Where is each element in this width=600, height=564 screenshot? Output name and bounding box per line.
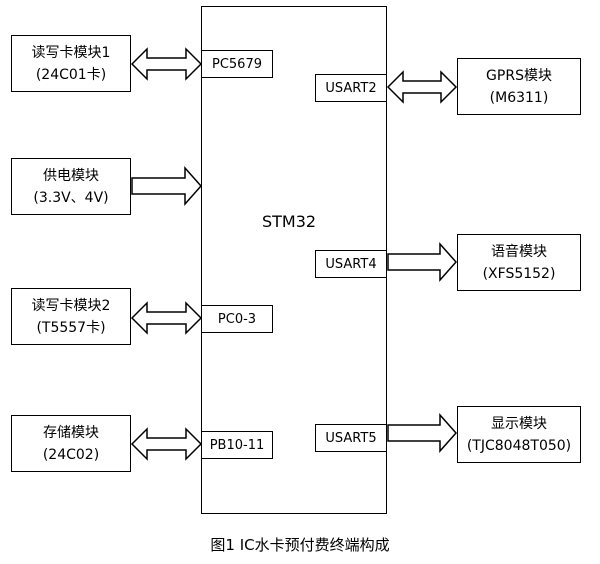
gprs-subtitle: (M6311) [489,89,549,106]
power-title: 供电模块 [43,167,99,184]
gprs-module: GPRS模块 (M6311) [457,58,581,115]
gprs-title: GPRS模块 [486,67,552,84]
storage-subtitle: (24C02) [42,446,100,463]
port-pb10-11: PB10-11 [201,431,273,459]
power-module: 供电模块 (3.3V、4V) [11,158,131,215]
figure-caption: 图1 IC水卡预付费终端构成 [210,536,390,554]
display-title: 显示模块 [491,415,547,432]
double-arrow-card-reader-1 [130,47,203,81]
arrow-voice [387,242,458,282]
port-usart2: USART2 [315,74,387,102]
storage-module: 存储模块 (24C02) [11,415,131,472]
double-arrow-storage [130,427,203,461]
port-usart4: USART4 [315,250,387,278]
port-pc0-3: PC0-3 [201,305,273,333]
display-subtitle: (TJC8048T050) [466,437,572,454]
arrow-power [131,166,203,206]
card-reader-1-title: 读写卡模块1 [31,44,111,61]
card-reader-1-module: 读写卡模块1 (24C01卡) [11,35,131,92]
voice-module: 语音模块 (XFS5152) [457,234,581,291]
voice-title: 语音模块 [491,243,547,260]
stm32-label: STM32 [262,212,317,231]
card-reader-2-title: 读写卡模块2 [31,297,111,314]
arrow-display [387,413,458,453]
display-module: 显示模块 (TJC8048T050) [457,406,581,463]
port-usart5: USART5 [315,424,387,452]
double-arrow-card-reader-2 [130,301,203,335]
double-arrow-gprs [386,70,458,104]
card-reader-2-module: 读写卡模块2 (T5557卡) [11,288,131,345]
power-subtitle: (3.3V、4V) [33,189,109,206]
card-reader-1-subtitle: (24C01卡) [35,66,107,83]
voice-subtitle: (XFS5152) [482,265,556,282]
storage-title: 存储模块 [43,424,99,441]
card-reader-2-subtitle: (T5557卡) [36,319,106,336]
